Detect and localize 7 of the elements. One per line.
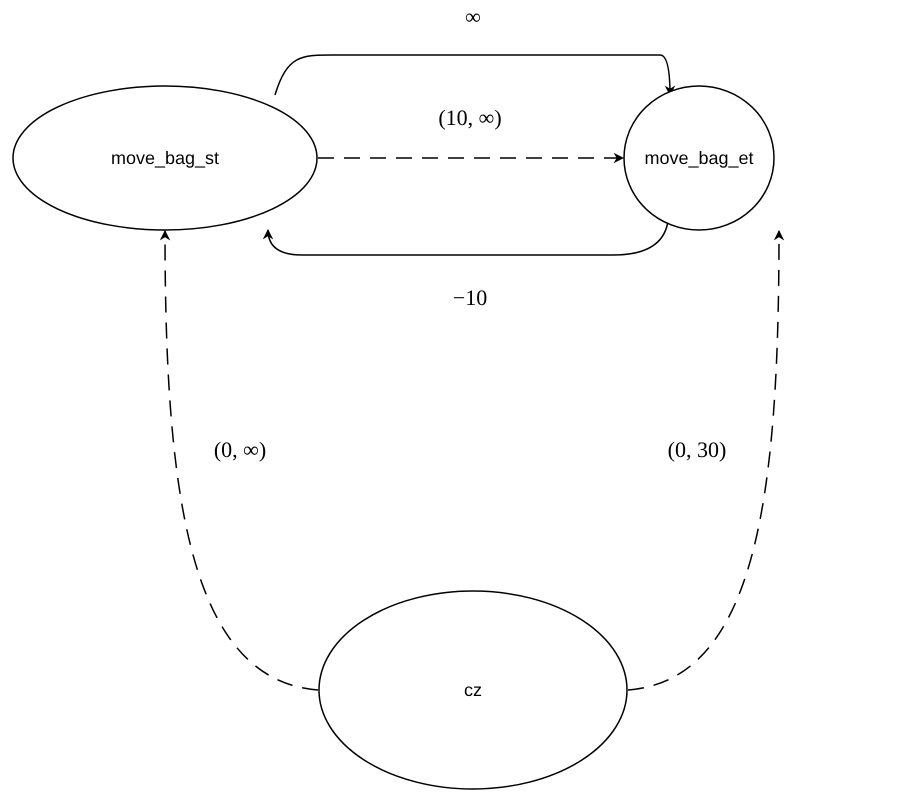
node-label: cz — [464, 680, 482, 700]
node-label: move_bag_et — [644, 148, 754, 168]
arrow — [274, 54, 676, 96]
arrow — [160, 230, 318, 691]
arrow — [318, 152, 624, 164]
arrow — [628, 230, 784, 691]
node-label: move_bag_st — [110, 148, 220, 168]
